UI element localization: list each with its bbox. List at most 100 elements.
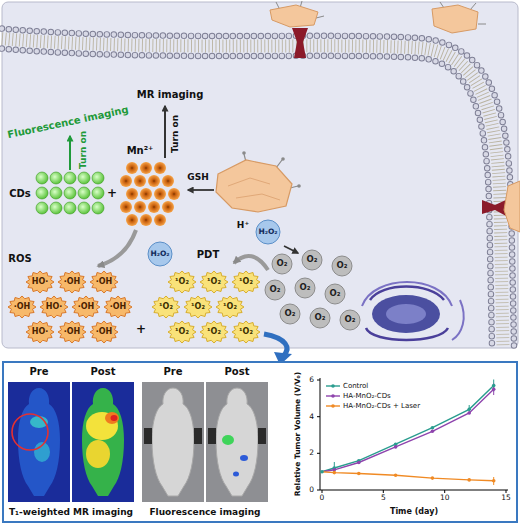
sheet-spike xyxy=(470,3,476,10)
node-label: Post xyxy=(225,366,250,377)
species-label: CDs xyxy=(9,188,31,199)
data-point xyxy=(467,478,471,482)
hydroxyl-radical: ·OH xyxy=(89,320,119,344)
carbon-dot xyxy=(36,202,48,214)
radical-starburst xyxy=(232,271,260,293)
mn-ion xyxy=(140,162,152,174)
radical-starburst xyxy=(58,271,86,293)
carbon-dot xyxy=(50,202,62,214)
radical-starburst xyxy=(168,271,196,293)
axis-title: Relative Tumor Volume (V/V₀) xyxy=(294,372,302,497)
carbon-dots xyxy=(36,172,104,214)
singlet-oxygen: ¹O₂ xyxy=(167,270,197,294)
fluorescence-signal xyxy=(222,435,234,445)
radical-starburst xyxy=(152,296,180,318)
node-label: ·OH xyxy=(96,328,113,337)
mn-ion xyxy=(140,214,152,226)
data-line xyxy=(322,389,494,472)
mn-ion xyxy=(126,162,138,174)
gsh-arrow xyxy=(188,189,214,191)
receptor xyxy=(292,28,308,58)
node-label: HO· xyxy=(32,278,49,287)
mn-ion xyxy=(154,188,166,200)
h-plus-arrow xyxy=(284,246,298,253)
node-label: Pre xyxy=(163,366,182,377)
nanosheet xyxy=(432,2,486,33)
node-label: ·OH xyxy=(110,303,127,312)
carbon-dot xyxy=(50,172,62,184)
annotation-label: Turn on xyxy=(171,115,181,153)
imaging-label: Fluorescence imaging xyxy=(7,104,130,140)
sheet-spike xyxy=(281,157,285,161)
tick-mark xyxy=(383,490,384,493)
oxygen-molecule: O₂ xyxy=(339,309,361,331)
image-background xyxy=(142,382,204,502)
node-label: ¹O₂ xyxy=(207,278,221,287)
molecule-circle xyxy=(332,256,352,276)
mri-background xyxy=(8,382,70,502)
node-label: Post xyxy=(91,366,116,377)
image-tile: Post xyxy=(72,366,134,502)
node-label: HO· xyxy=(46,303,63,312)
singlet-oxygen: ¹O₂ xyxy=(199,320,229,344)
panel-caption: Fluorescence imaging xyxy=(149,508,260,518)
molecule-circle xyxy=(302,250,322,270)
carbon-dot xyxy=(64,187,76,199)
membrane-heads xyxy=(0,48,492,346)
data-point xyxy=(357,472,361,476)
axis-tick-label: 6 xyxy=(309,376,314,384)
tick-mark xyxy=(444,490,445,493)
oxygen-molecule: O₂ xyxy=(309,307,331,329)
axis-tick-label: 10 xyxy=(440,494,450,502)
data-point xyxy=(431,476,435,480)
axis-tick-label: 4 xyxy=(309,413,314,421)
data-point xyxy=(492,479,496,483)
axis-tick-label: 2 xyxy=(309,449,314,457)
hydroxyl-radical: HO· xyxy=(25,320,55,344)
annotation-label: Turn on xyxy=(79,131,89,169)
axis-title: Time (day) xyxy=(390,508,438,517)
h2o2-molecule: H₂O₂ xyxy=(255,219,281,245)
radical-starburst xyxy=(40,296,68,318)
mouse-body xyxy=(82,388,124,496)
fluorescence-image xyxy=(142,382,204,502)
mn-ion xyxy=(168,188,180,200)
ion-label: Mn²⁺ xyxy=(127,145,154,156)
membrane-heads xyxy=(0,28,514,346)
reagent-label: H⁺ xyxy=(237,221,249,231)
carbon-dot xyxy=(50,187,62,199)
mn-ion xyxy=(154,162,166,174)
image-tile: Pre xyxy=(8,366,70,502)
node-label: ¹O₂ xyxy=(223,303,237,312)
nanosheet xyxy=(216,160,292,212)
data-point xyxy=(357,461,361,465)
chart-legend: ControlHA-MnO₂-CDsHA-MnO₂-CDs + Laser xyxy=(326,381,420,411)
data-point xyxy=(431,426,435,430)
tumor-mask xyxy=(194,428,202,444)
endoplasmic-reticulum xyxy=(452,300,464,340)
node-label: ¹O₂ xyxy=(239,278,253,287)
contrast-signal xyxy=(86,440,110,468)
hydroxyl-radical: ·OH xyxy=(57,270,87,294)
node-label: ¹O₂ xyxy=(207,328,221,337)
fluorescence-signal xyxy=(233,472,239,477)
carbon-dot xyxy=(92,187,104,199)
data-point xyxy=(467,408,471,412)
node-label: ·OH xyxy=(64,328,81,337)
mn-ion xyxy=(126,214,138,226)
node-label: ¹O₂ xyxy=(175,278,189,287)
radical-starburst xyxy=(58,321,86,343)
axis-tick-label: 0 xyxy=(309,486,314,494)
hydroxyl-radical: HO· xyxy=(25,270,55,294)
molecule-circle xyxy=(148,242,172,266)
tick-mark xyxy=(317,416,320,417)
singlet-oxygen: ¹O₂ xyxy=(151,295,181,319)
legend-line-sample xyxy=(326,402,340,410)
hydroxyl-radical: HO· xyxy=(39,295,69,319)
h2o2-molecule: H₂O₂ xyxy=(147,241,173,267)
node-label: ¹O₂ xyxy=(175,328,189,337)
node-label: O₂ xyxy=(307,255,318,264)
node-label: ¹O₂ xyxy=(191,303,205,312)
process-label: PDT xyxy=(197,249,219,260)
singlet-oxygen: ¹O₂ xyxy=(199,270,229,294)
